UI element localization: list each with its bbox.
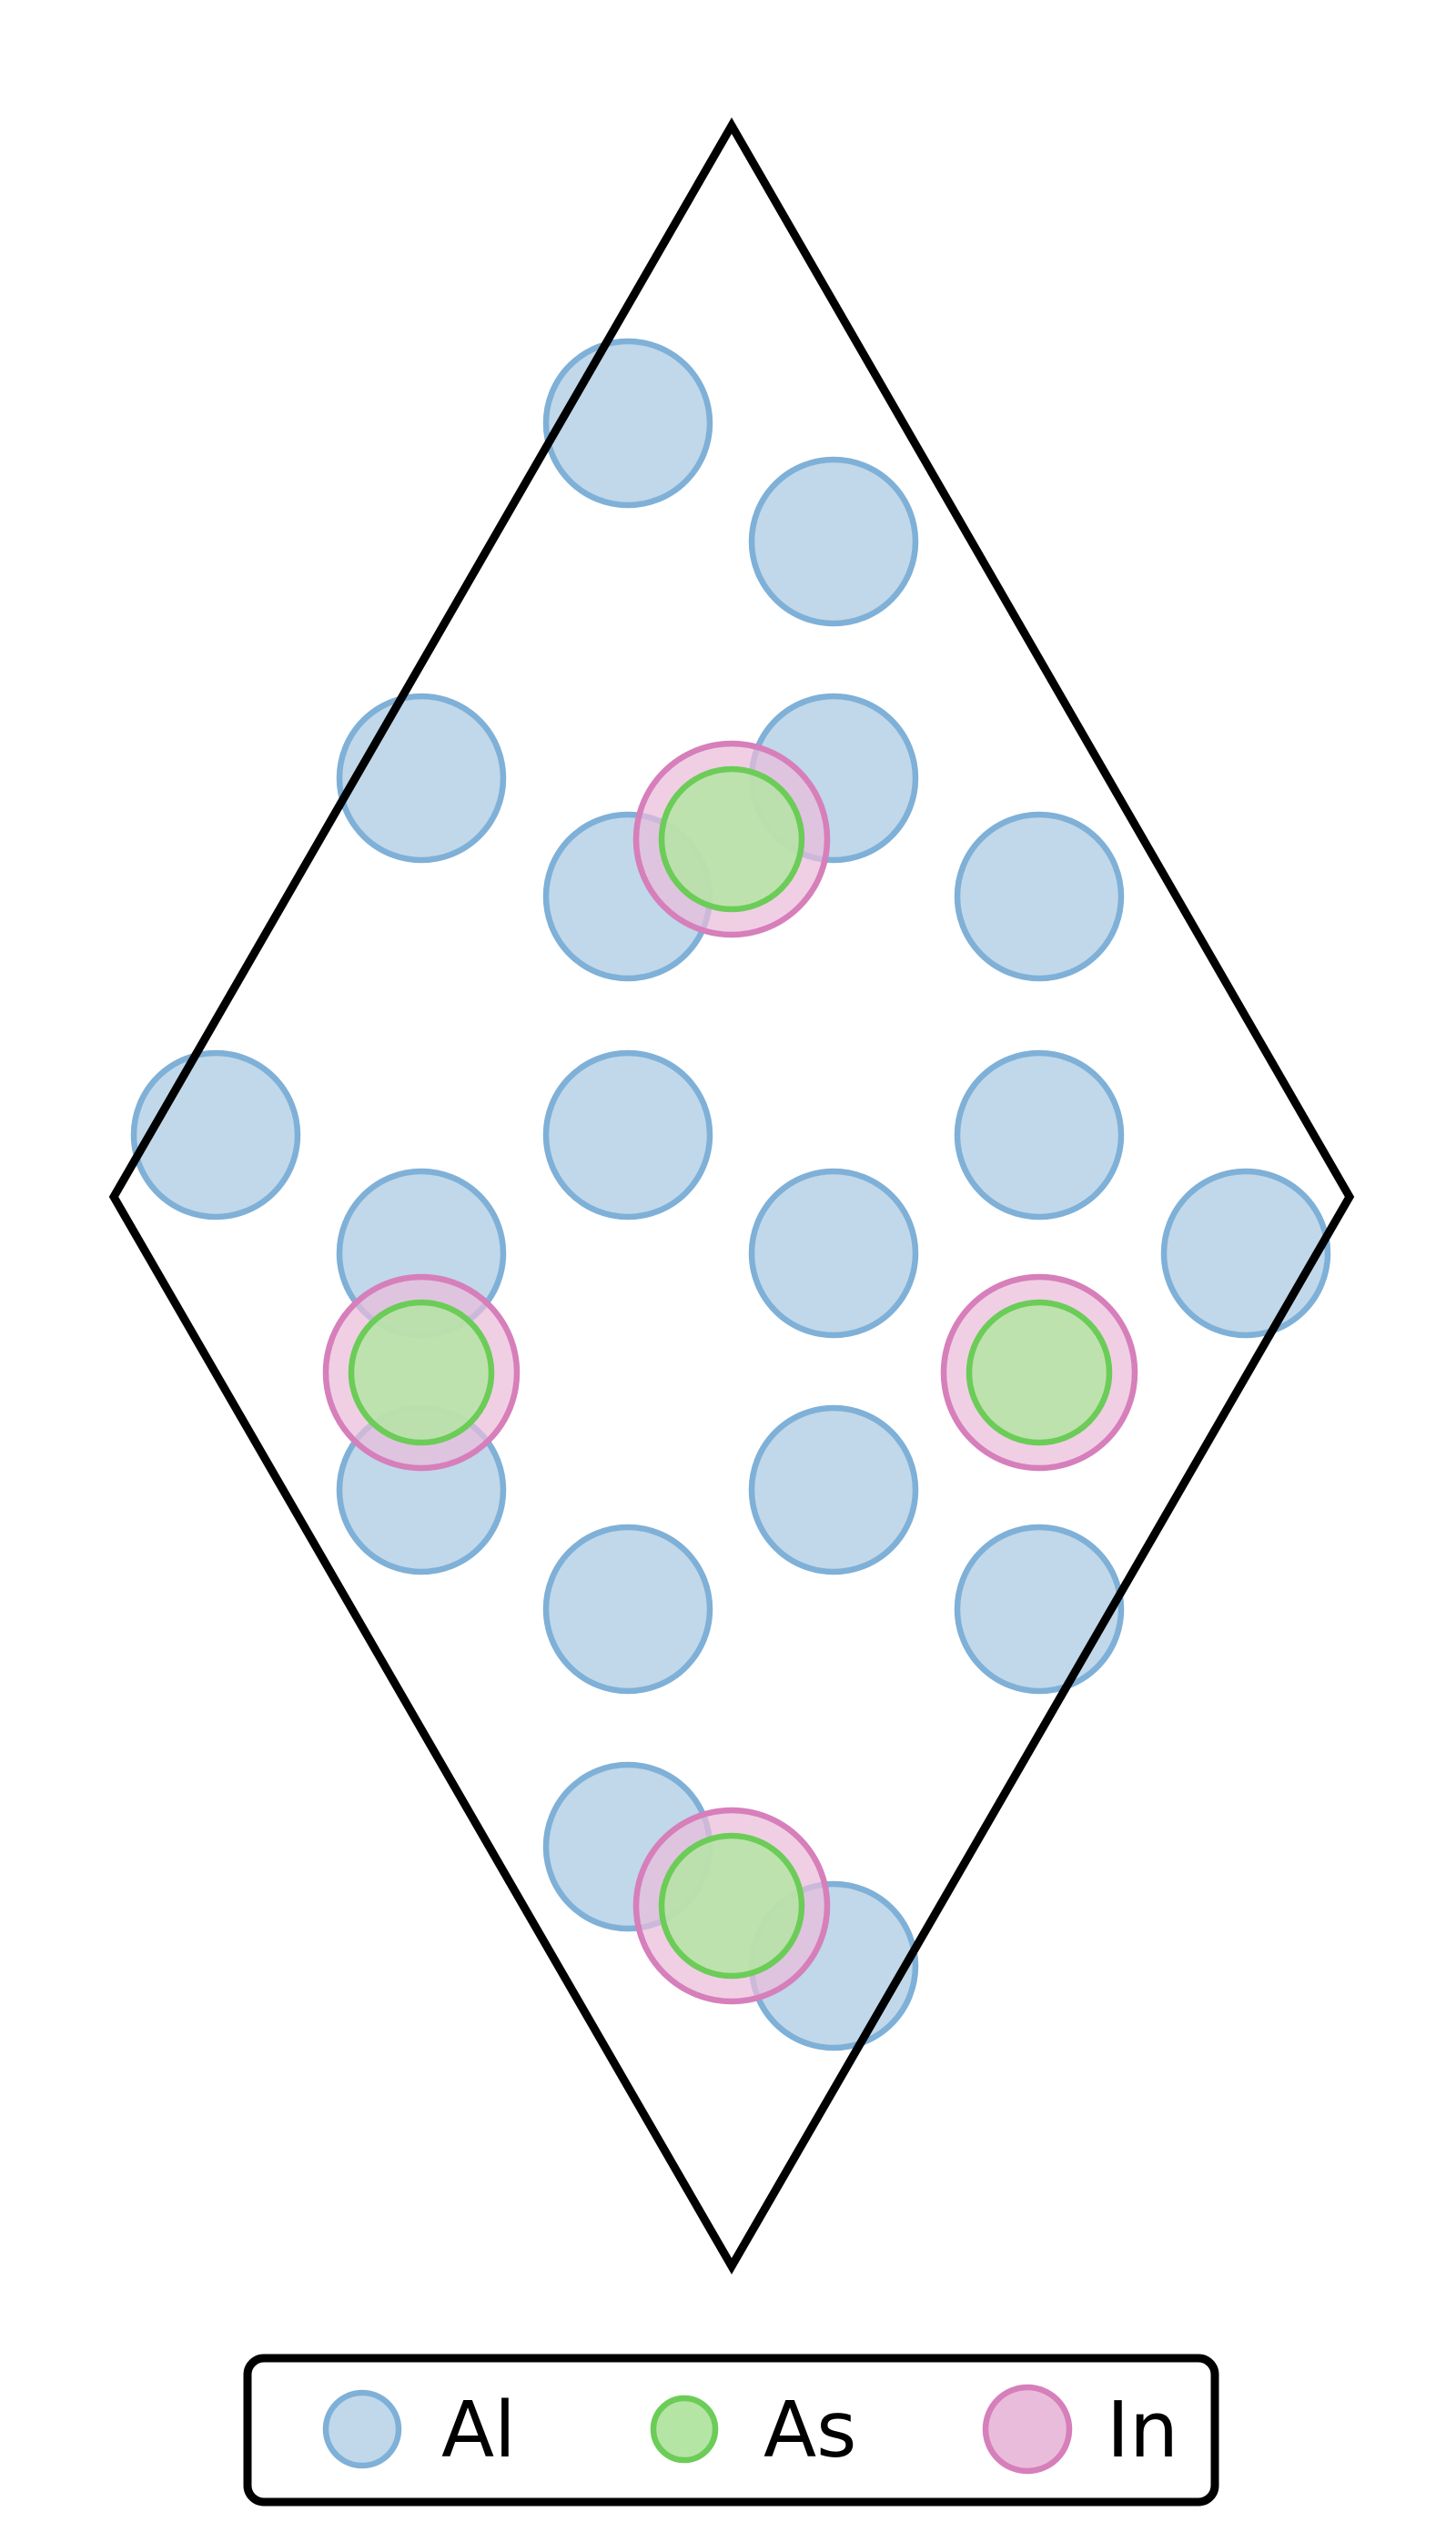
atom-as-1: [658, 765, 805, 913]
atom-al-3: [336, 693, 507, 864]
unit-cell-outline: [108, 116, 1355, 2274]
atom-al-1: [542, 338, 713, 509]
atom-as-3: [966, 1299, 1113, 1446]
legend-marker-as: [650, 2395, 719, 2464]
atom-as-4: [658, 1832, 805, 1980]
atom-al-15: [542, 1524, 713, 1695]
legend: Al As In: [243, 2354, 1219, 2507]
legend-label-in: In: [1107, 2385, 1178, 2476]
legend-label-as: As: [763, 2385, 856, 2476]
atom-al-6: [954, 811, 1125, 982]
legend-box: [243, 2354, 1219, 2507]
atom-al-8: [542, 1049, 713, 1220]
atom-al-2: [748, 456, 919, 627]
atom-al-14: [748, 1404, 919, 1575]
legend-marker-al: [322, 2389, 402, 2469]
atom-al-16: [954, 1524, 1125, 1695]
atom-al-9: [954, 1049, 1125, 1220]
atoms-layer: [130, 338, 1331, 2051]
atom-al-11: [748, 1168, 919, 1339]
legend-marker-in: [982, 2384, 1073, 2475]
atom-as-2: [348, 1299, 495, 1446]
atom-al-12: [1160, 1168, 1331, 1339]
atom-al-7: [130, 1049, 301, 1220]
legend-label-al: Al: [441, 2385, 516, 2476]
